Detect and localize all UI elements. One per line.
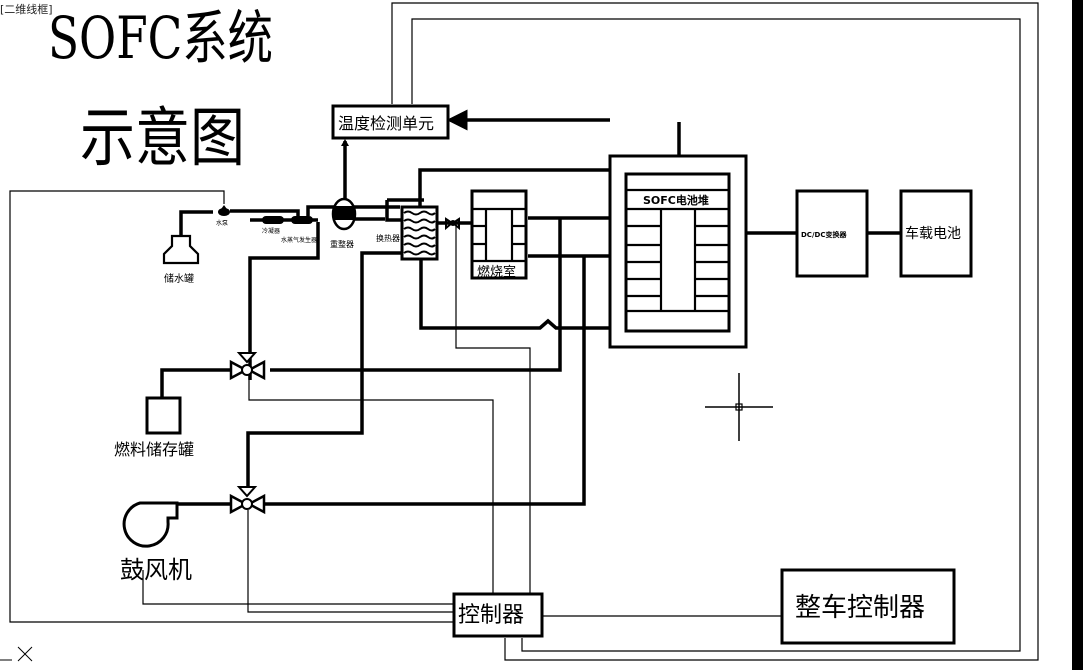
fuel-tank-label: 燃料储存罐 [114, 440, 194, 459]
controller-label: 控制器 [458, 603, 524, 628]
heat-exchanger-label: 换热器 [376, 233, 400, 243]
title-line1: SOFC系统 [48, 4, 273, 72]
temperature-detection-unit[interactable]: 温度检测单元 [331, 104, 450, 140]
scrollbar[interactable] [1072, 0, 1083, 670]
sofc-stack: SOFC电池堆 [608, 154, 748, 349]
fuel-valve [229, 352, 266, 381]
condenser [262, 216, 284, 224]
signal-frame [391, 2, 1039, 661]
dcdc-label: DC/DC变换器 [801, 230, 847, 239]
combustion-chamber: 燃烧室 [470, 189, 528, 280]
air-valve [229, 486, 266, 515]
sofc-stack-label: SOFC电池堆 [643, 193, 709, 207]
reformer: 重整器 [330, 197, 357, 249]
fuel-tank: 燃料储存罐 [114, 396, 194, 459]
temp-unit-label: 温度检测单元 [338, 114, 434, 133]
reformer-label: 重整器 [330, 239, 354, 249]
controller[interactable]: 控制器 [452, 592, 544, 638]
steam-generator-label: 水蒸气发生器 [281, 236, 317, 244]
blower-label: 鼓风机 [120, 556, 192, 584]
water-tank-label: 储水罐 [164, 272, 194, 285]
viewport-label[interactable]: [二维线框] [0, 3, 53, 16]
heat-exchanger: 换热器 [376, 205, 439, 261]
blower: 鼓风机 [120, 501, 192, 584]
combustion-chamber-label: 燃烧室 [477, 264, 516, 280]
vehicle-controller-label: 整车控制器 [795, 593, 925, 623]
crosshair-cursor [705, 373, 773, 441]
ucs-x-axis-icon [0, 646, 33, 662]
vehicle-battery: 车载电池 [899, 189, 973, 278]
dcdc-converter: DC/DC变换器 [795, 189, 869, 278]
water-pump-label: 水泵 [216, 219, 228, 227]
steam-generator [291, 216, 313, 224]
water-pump: 水泵 [216, 205, 230, 227]
water-tank: 储水罐 [162, 234, 200, 285]
title-line2: 示意图 [80, 102, 245, 176]
vehicle-battery-label: 车载电池 [905, 225, 961, 242]
vehicle-controller[interactable]: 整车控制器 [780, 568, 956, 645]
condenser-label: 冷凝器 [262, 227, 280, 235]
